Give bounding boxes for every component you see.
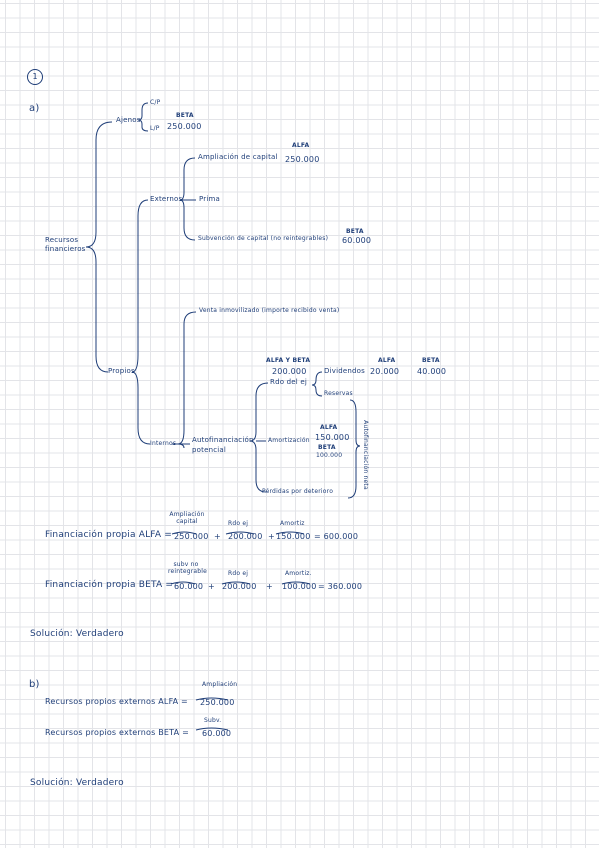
formula-alfa-plus1: + xyxy=(214,532,221,541)
propios-label: Propios xyxy=(108,367,135,375)
ampliacion-company: ALFA xyxy=(292,142,310,149)
formula-beta-v3: 100.000 xyxy=(282,582,317,591)
prima-label: Prima xyxy=(199,195,221,203)
formula-beta-plus2: + xyxy=(266,582,273,591)
ampliacion-value: 250.000 xyxy=(285,155,320,164)
dividendos-label: Dividendos xyxy=(324,367,365,375)
dividendos-alfa-label: ALFA xyxy=(378,357,396,364)
part-b-beta-label: Recursos propios externos BETA = xyxy=(45,728,189,737)
dividendos-beta-value: 40.000 xyxy=(417,367,447,376)
solucion-a: Solución: Verdadero xyxy=(30,629,124,639)
lp-label: L/P xyxy=(150,125,160,132)
amortizacion-label: Amortización xyxy=(268,437,310,444)
autofinanciacion-label: Autofinanciación potencial xyxy=(192,436,254,454)
formula-beta-result: = 360.000 xyxy=(318,582,363,591)
formula-alfa-label: Financiación propia ALFA = xyxy=(45,530,173,540)
formula-alfa-ann2: Rdo ej xyxy=(228,520,249,527)
lp-company: BETA xyxy=(176,112,194,119)
formula-alfa-v3: 150.000 xyxy=(276,532,311,541)
subvencion-value: 60.000 xyxy=(342,236,372,245)
formula-alfa-result: = 600.000 xyxy=(314,532,359,541)
problem-number-circle: 1 xyxy=(27,69,43,85)
formula-alfa-ann3: Amortiz xyxy=(280,520,305,527)
internos-label: Internos xyxy=(150,440,177,447)
formula-beta-ann3: Amortiz. xyxy=(285,570,312,577)
rdo-value: 200.000 xyxy=(272,367,307,376)
formula-beta-ann1: subv no reintegrable xyxy=(168,561,208,575)
formula-alfa-v2: 200.000 xyxy=(228,532,263,541)
formula-alfa-plus2: + xyxy=(268,532,275,541)
problem-number: 1 xyxy=(32,72,38,81)
externos-label: Externos xyxy=(150,195,183,203)
amort-beta-value: 100.000 xyxy=(316,452,343,459)
formula-beta-ann2: Rdo ej xyxy=(228,570,249,577)
part-a-label: a) xyxy=(29,103,40,114)
formula-beta-plus1: + xyxy=(208,582,215,591)
formula-beta-label: Financiación propia BETA = xyxy=(45,580,174,590)
rdo-company: ALFA Y BETA xyxy=(266,357,311,364)
part-b-alfa-ann: Ampliación xyxy=(202,681,238,688)
amort-alfa-label: ALFA xyxy=(320,424,338,431)
lp-value: 250.000 xyxy=(167,122,202,131)
formula-alfa-v1: 250.000 xyxy=(174,532,209,541)
reservas-label: Reservas xyxy=(324,390,353,397)
part-b-beta-ann: Subv. xyxy=(204,717,222,724)
part-b-alfa-label: Recursos propios externos ALFA = xyxy=(45,697,188,706)
venta-inmovilizado: Venta inmovilizado (importe recibido ven… xyxy=(199,307,340,314)
amort-beta-label: BETA xyxy=(318,444,336,451)
subvencion-label: Subvención de capital (no reintegrables) xyxy=(198,235,329,242)
amort-alfa-value: 150.000 xyxy=(315,433,350,442)
subvencion-company: BETA xyxy=(346,228,364,235)
autofin-neta-label: Autofinanciación neta xyxy=(361,420,369,490)
solucion-b: Solución: Verdadero xyxy=(30,778,124,788)
cp-label: C/P xyxy=(150,99,161,106)
rdo-label: Rdo del ej xyxy=(270,378,307,386)
root-label: Recursos financieros xyxy=(45,236,86,254)
ajenos-label: Ajenos xyxy=(116,116,141,124)
formula-beta-v1: 60.000 xyxy=(174,582,204,591)
part-b-label: b) xyxy=(29,679,40,690)
formula-alfa-ann1: Ampliación capital xyxy=(169,511,205,525)
perdidas-label: Pérdidas por deterioro xyxy=(262,488,334,495)
formula-beta-v2: 200.000 xyxy=(222,582,257,591)
ampliacion-capital: Ampliación de capital xyxy=(198,153,278,161)
dividendos-beta-label: BETA xyxy=(422,357,440,364)
part-b-beta-value: 60.000 xyxy=(202,729,232,738)
dividendos-alfa-value: 20.000 xyxy=(370,367,400,376)
part-b-alfa-value: 250.000 xyxy=(200,698,235,707)
